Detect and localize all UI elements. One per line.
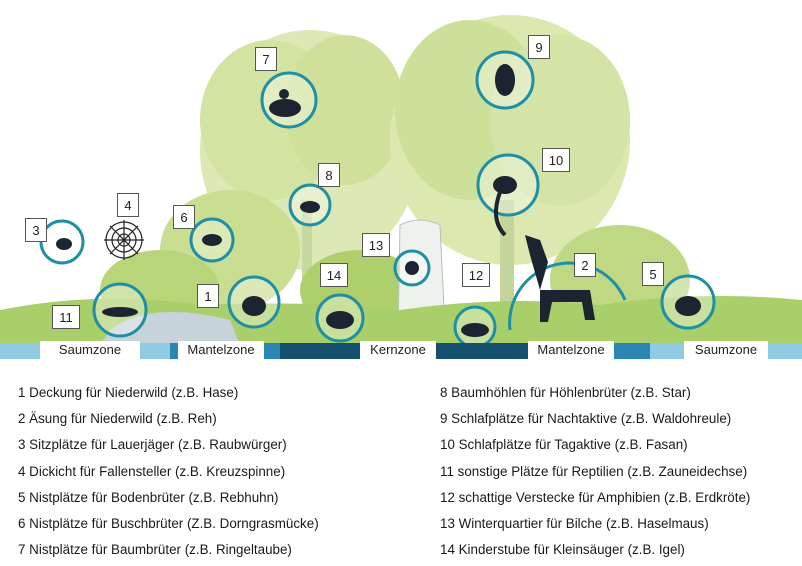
habitat-illustration bbox=[0, 15, 802, 349]
animal-silhouettes bbox=[56, 64, 701, 337]
marker-5: 5 bbox=[642, 262, 664, 286]
shrike-icon bbox=[56, 238, 72, 250]
legend-item: 11 sonstige Plätze für Reptilien (z.B. Z… bbox=[440, 463, 748, 479]
legend-item: 12 schattige Verstecke für Amphibien (z.… bbox=[440, 489, 751, 505]
dormouse-icon bbox=[405, 261, 419, 275]
roe-deer-icon bbox=[525, 235, 595, 322]
marker-10: 10 bbox=[542, 148, 570, 172]
legend-item: 1 Deckung für Niederwild (z.B. Hase) bbox=[18, 385, 239, 400]
partridge-icon bbox=[675, 296, 701, 316]
legend-item: 2 Äsung für Niederwild (z.B. Reh) bbox=[18, 411, 217, 427]
hedgehog-icon bbox=[326, 311, 354, 329]
starling-icon bbox=[300, 201, 320, 213]
toad-icon bbox=[461, 323, 489, 337]
owl-icon bbox=[495, 64, 515, 96]
marker-7: 7 bbox=[255, 47, 277, 71]
lizard-icon bbox=[102, 307, 138, 317]
legend-item: 8 Baumhöhlen für Höhlenbrüter (z.B. Star… bbox=[440, 385, 691, 400]
legend-item: 14 Kinderstube für Kleinsäuger (z.B. Ige… bbox=[440, 542, 685, 558]
legend-item: 9 Schlafplätze für Nachtaktive (z.B. Wal… bbox=[440, 411, 732, 427]
marker-11: 11 bbox=[52, 305, 80, 329]
zone-label-kern: Kernzone bbox=[360, 341, 436, 359]
marker-12: 12 bbox=[462, 263, 490, 287]
landscape-graphic bbox=[0, 15, 802, 349]
zone-label-mantel-right: Mantelzone bbox=[528, 341, 614, 359]
marker-9: 9 bbox=[528, 35, 550, 59]
warbler-icon bbox=[202, 234, 222, 246]
zone-label-saum-left: Saumzone bbox=[40, 341, 140, 359]
pheasant-icon bbox=[493, 176, 517, 194]
legend-item: 3 Sitzplätze für Lauerjäger (z.B. Raubwü… bbox=[18, 437, 287, 453]
marker-3: 3 bbox=[25, 218, 47, 242]
legend: 1 Deckung für Niederwild (z.B. Hase) 2 Ä… bbox=[0, 380, 802, 566]
zone-label-saum-right: Saumzone bbox=[684, 341, 768, 359]
hare-icon bbox=[242, 296, 266, 316]
legend-item: 5 Nistplätze für Bodenbrüter (z.B. Rebhu… bbox=[18, 489, 279, 505]
legend-item: 10 Schlafplätze für Tagaktive (z.B. Fasa… bbox=[440, 437, 688, 453]
zone-label-mantel-left: Mantelzone bbox=[178, 341, 264, 359]
legend-item: 4 Dickicht für Fallensteller (z.B. Kreuz… bbox=[18, 463, 286, 479]
legend-item: 6 Nistplätze für Buschbrüter (Z.B. Dorng… bbox=[18, 515, 319, 531]
marker-4: 4 bbox=[117, 193, 139, 217]
legend-column-right: 8 Baumhöhlen für Höhlenbrüter (z.B. Star… bbox=[440, 380, 750, 563]
marker-6: 6 bbox=[173, 205, 195, 229]
legend-item: 13 Winterquartier für Bilche (z.B. Hasel… bbox=[440, 515, 709, 531]
marker-14: 14 bbox=[320, 263, 348, 287]
stone-pile bbox=[100, 312, 240, 345]
marker-13: 13 bbox=[362, 233, 390, 257]
marker-1: 1 bbox=[197, 284, 219, 308]
spider-web-icon bbox=[104, 220, 144, 260]
marker-8: 8 bbox=[318, 163, 340, 187]
marker-2: 2 bbox=[574, 253, 596, 277]
legend-column-left: 1 Deckung für Niederwild (z.B. Hase) 2 Ä… bbox=[18, 380, 319, 563]
pigeon-icon bbox=[269, 99, 301, 117]
legend-item: 7 Nistplätze für Baumbrüter (z.B. Ringel… bbox=[18, 542, 292, 558]
